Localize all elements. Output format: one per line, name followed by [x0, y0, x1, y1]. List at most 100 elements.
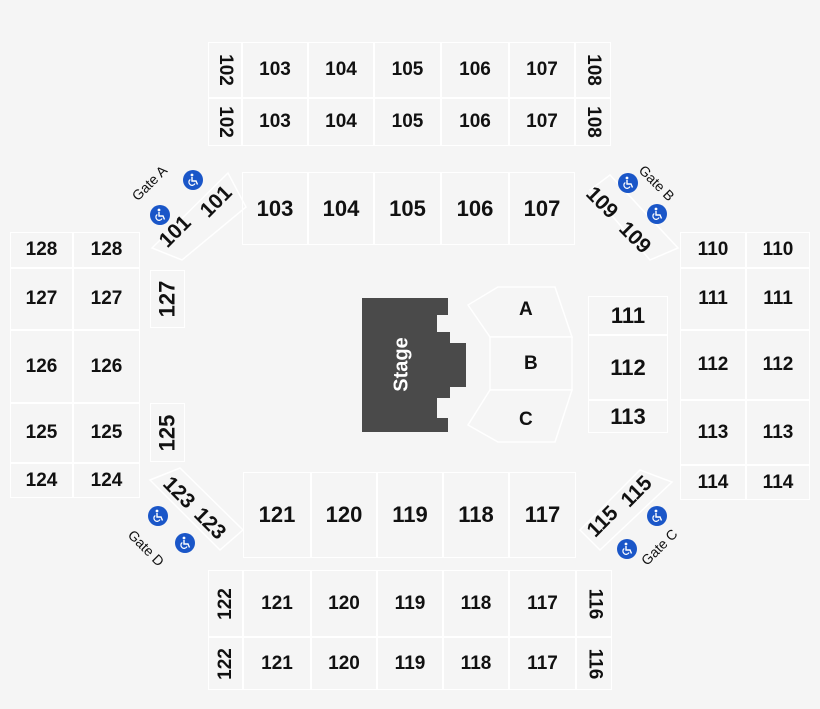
section-111[interactable]: 111	[588, 296, 668, 335]
section-128[interactable]: 128	[73, 232, 140, 268]
section-103[interactable]: 103	[242, 98, 308, 146]
section-label: 121	[261, 592, 293, 614]
section-104[interactable]: 104	[308, 98, 374, 146]
section-106[interactable]: 106	[441, 42, 509, 98]
section-117[interactable]: 117	[509, 637, 576, 690]
section-113[interactable]: 113	[746, 400, 810, 465]
floor-label-a: A	[519, 299, 533, 320]
section-111[interactable]: 111	[746, 268, 810, 330]
floor-section-a[interactable]	[466, 286, 574, 338]
section-label: 125	[154, 414, 180, 451]
section-label: 106	[459, 111, 491, 132]
section-label: 118	[460, 652, 492, 674]
section-127[interactable]: 127	[73, 268, 140, 330]
section-121[interactable]: 121	[243, 637, 311, 690]
wheelchair-icon	[617, 539, 637, 559]
section-118[interactable]: 118	[443, 472, 509, 558]
section-label: 122	[214, 647, 236, 680]
section-122[interactable]: 122	[208, 637, 243, 690]
section-107[interactable]: 107	[509, 98, 575, 146]
section-103[interactable]: 103	[242, 42, 308, 98]
wheelchair-icon	[618, 173, 638, 193]
section-112[interactable]: 112	[746, 330, 810, 400]
section-108[interactable]: 108	[575, 98, 611, 146]
section-118[interactable]: 118	[443, 570, 509, 637]
section-116[interactable]: 116	[576, 637, 612, 690]
section-label: 107	[526, 59, 558, 80]
section-114[interactable]: 114	[746, 465, 810, 500]
section-121[interactable]: 121	[243, 570, 311, 637]
section-124[interactable]: 124	[73, 463, 140, 498]
section-107[interactable]: 107	[509, 42, 575, 98]
section-label: 128	[25, 239, 58, 260]
section-112[interactable]: 112	[588, 335, 668, 400]
section-120[interactable]: 120	[311, 472, 377, 558]
section-label: 116	[584, 588, 605, 619]
section-label: 113	[697, 421, 729, 443]
section-104[interactable]: 104	[308, 42, 374, 98]
section-label: 127	[90, 288, 123, 309]
section-120[interactable]: 120	[311, 570, 377, 637]
section-102[interactable]: 102	[208, 42, 242, 98]
section-107[interactable]: 107	[509, 172, 575, 245]
section-126[interactable]: 126	[10, 330, 73, 403]
section-127[interactable]: 127	[150, 270, 185, 328]
section-114[interactable]: 114	[680, 465, 746, 500]
floor-section-c[interactable]	[466, 389, 574, 443]
section-108[interactable]: 108	[575, 42, 611, 98]
section-label: 110	[762, 239, 794, 260]
section-label: 112	[610, 354, 646, 380]
section-label: 127	[154, 280, 180, 318]
section-105[interactable]: 105	[374, 98, 441, 146]
section-122[interactable]: 122	[208, 570, 243, 637]
section-label: 106	[459, 59, 491, 80]
section-128[interactable]: 128	[10, 232, 73, 268]
section-105[interactable]: 105	[374, 42, 441, 98]
section-119[interactable]: 119	[377, 472, 443, 558]
wheelchair-icon	[148, 506, 168, 526]
section-label: 120	[328, 652, 360, 674]
section-119[interactable]: 119	[377, 637, 443, 690]
section-117[interactable]: 117	[509, 472, 576, 558]
section-label: 117	[524, 502, 561, 527]
section-125[interactable]: 125	[10, 403, 73, 463]
section-117[interactable]: 117	[509, 570, 576, 637]
section-label: 105	[389, 195, 426, 221]
section-110[interactable]: 110	[746, 232, 810, 268]
section-121[interactable]: 121	[243, 472, 311, 558]
section-label: 104	[325, 59, 357, 80]
section-112[interactable]: 112	[680, 330, 746, 400]
section-label: 122	[214, 587, 236, 620]
section-125[interactable]: 125	[150, 403, 185, 462]
section-label: 112	[762, 354, 794, 375]
stage-label: Stage	[390, 337, 413, 392]
section-124[interactable]: 124	[10, 463, 73, 498]
section-125[interactable]: 125	[73, 403, 140, 463]
section-118[interactable]: 118	[443, 637, 509, 690]
section-label: 104	[322, 195, 360, 221]
section-106[interactable]: 106	[441, 172, 509, 245]
section-127[interactable]: 127	[10, 268, 73, 330]
section-110[interactable]: 110	[680, 232, 746, 268]
section-label: 104	[325, 111, 357, 132]
section-106[interactable]: 106	[441, 98, 509, 146]
section-104[interactable]: 104	[308, 172, 374, 245]
section-111[interactable]: 111	[680, 268, 746, 330]
section-105[interactable]: 105	[374, 172, 441, 245]
section-116[interactable]: 116	[576, 570, 612, 637]
wheelchair-icon	[647, 204, 667, 224]
section-label: 111	[610, 302, 646, 328]
section-102[interactable]: 102	[208, 98, 242, 146]
section-label: 103	[256, 195, 294, 221]
floor-label-c: C	[519, 409, 533, 430]
section-label: 120	[325, 502, 363, 527]
section-119[interactable]: 119	[377, 570, 443, 637]
section-103[interactable]: 103	[242, 172, 308, 245]
section-126[interactable]: 126	[73, 330, 140, 403]
section-120[interactable]: 120	[311, 637, 377, 690]
section-label: 116	[584, 648, 605, 679]
section-label: 111	[763, 288, 793, 309]
section-109-outline	[588, 173, 680, 261]
section-113[interactable]: 113	[680, 400, 746, 465]
section-113[interactable]: 113	[588, 400, 668, 433]
